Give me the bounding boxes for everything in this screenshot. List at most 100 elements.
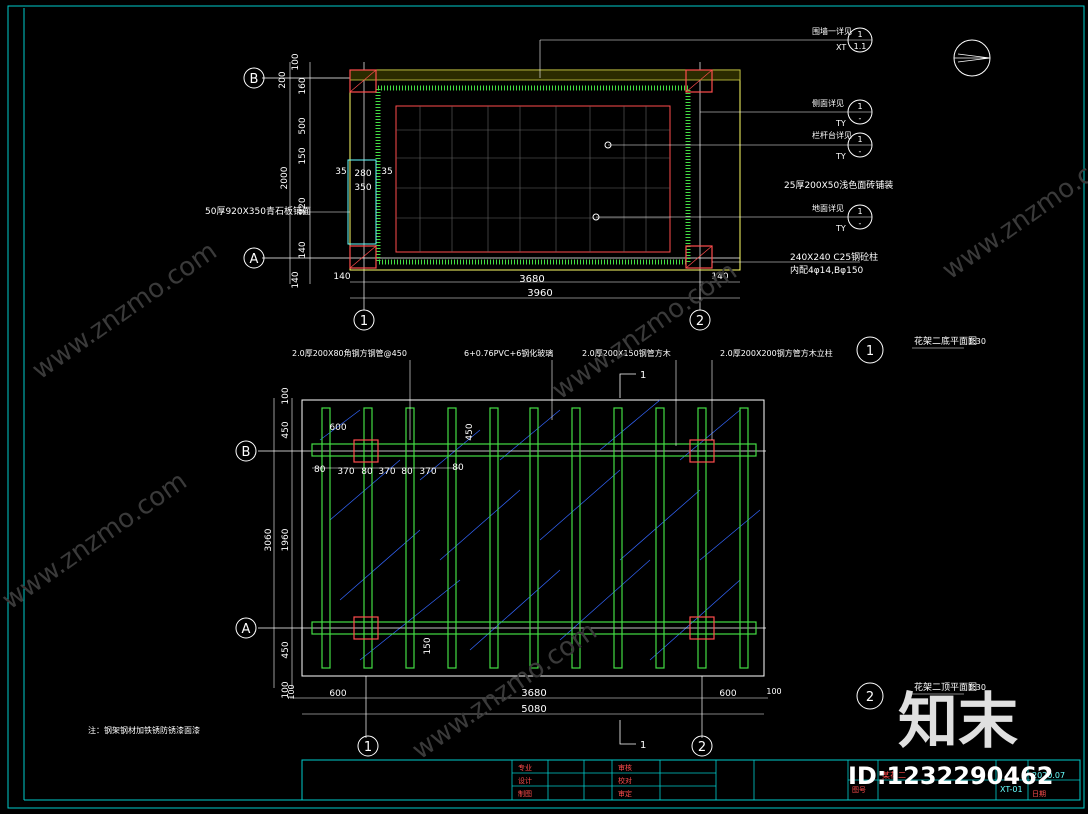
- note-right-3: 内配4φ14,Bφ150: [790, 264, 864, 276]
- grid-bubble-b: [243, 67, 265, 89]
- column-a2: [685, 245, 713, 269]
- top-note-3: 2.0厚200X150钢管方木: [582, 348, 671, 358]
- watermark-logo: 知末: [898, 687, 1018, 757]
- callout-1-sub: 1.1: [854, 42, 867, 51]
- watermark-site-1: www.znzmo.com: [27, 236, 223, 386]
- dim2-450-mid: 450: [465, 423, 475, 440]
- top-note-leaders: [409, 360, 713, 446]
- dim2-left-100b: 100: [281, 681, 291, 698]
- dim2-bottom-600b: 600: [719, 689, 736, 699]
- spacing-80-c: 80: [401, 467, 413, 477]
- dim-left-140: 140: [298, 241, 308, 258]
- dim2-left-450: 450: [281, 421, 291, 438]
- glass-hatch: [319, 399, 761, 661]
- tb-cell-5: 审定: [618, 789, 632, 798]
- dim-3680: 3680: [519, 274, 544, 285]
- dim2-bottom-3680: 3680: [521, 688, 546, 699]
- callout-2-num: 1: [857, 102, 862, 111]
- section-cut-top: [619, 373, 636, 398]
- watermark-id: ID:1232290462: [848, 762, 1053, 790]
- column-a1: [349, 245, 377, 269]
- title-1: 花架二底平面图: [914, 335, 977, 347]
- dim2-5080: 5080: [521, 704, 546, 715]
- tb-cell-7: 日期: [1032, 790, 1046, 798]
- dim2-150: 150: [423, 637, 433, 654]
- spacing-370-a: 370: [337, 467, 354, 477]
- top-note-2: 6+0.76PVC+6钢化玻璃: [464, 348, 553, 358]
- dim-left-200: 200: [278, 71, 288, 88]
- watermark-site-5: www.znzmo.com: [937, 136, 1088, 286]
- spacing-80-a: 80: [314, 465, 326, 475]
- dim-3960: 3960: [527, 288, 552, 299]
- dim-left-500: 500: [298, 117, 308, 134]
- callout-3-text: 栏杆台详见: [812, 130, 852, 140]
- column-b1: [349, 69, 377, 93]
- axis-label-2: 2: [696, 314, 704, 329]
- dim-left-2000: 2000: [280, 166, 290, 189]
- title-2-num: 2: [866, 690, 874, 705]
- axis-label-1: 1: [360, 314, 368, 329]
- dim2-left-100: 100: [281, 387, 291, 404]
- section-cut-bottom-label: 1: [640, 740, 646, 751]
- callout-2-ref: TY: [835, 119, 846, 128]
- axis-bubble-2b: [691, 735, 713, 757]
- top-note-1: 2.0厚200X80角钢方钢管@450: [292, 348, 407, 358]
- dim-left-920: 920: [298, 197, 308, 214]
- axis-bubble-1: [353, 309, 375, 331]
- section-cut-top-label: 1: [640, 370, 646, 381]
- dim-35-right: 35: [381, 167, 392, 177]
- dim2-left-1960: 1960: [281, 528, 291, 551]
- spacing-80-d: 80: [452, 463, 464, 473]
- roof-outline: [301, 399, 765, 677]
- tb-cell-0: 专业: [518, 763, 532, 772]
- tb-cell-3: 审核: [618, 763, 632, 772]
- callout-2-sub: -: [859, 114, 862, 123]
- grid-label-b: B: [250, 72, 259, 87]
- spacing-80-b: 80: [361, 467, 373, 477]
- dim-140-right: 140: [711, 272, 728, 282]
- callout-3-num: 1: [857, 135, 862, 144]
- grid-label-a2: A: [242, 622, 251, 637]
- rafters: [321, 407, 749, 669]
- paving-border: [375, 85, 691, 265]
- watermark-site-4: www.znzmo.com: [407, 616, 603, 766]
- title-2: 花架二顶平面图: [914, 681, 977, 693]
- callout-3-dot: [604, 141, 612, 149]
- spacing-370-b: 370: [378, 467, 395, 477]
- callout-2-text: 侧面详见: [812, 98, 844, 108]
- tb-cell-2: 制图: [518, 789, 532, 798]
- callout-1-text: 围墙一详见: [812, 26, 852, 36]
- note-left: 50厚920X350青石板铺面: [205, 205, 311, 217]
- callout-4-num: 1: [857, 207, 862, 216]
- grid-label-b2: B: [242, 445, 251, 460]
- dim2-600-inner: 600: [329, 423, 346, 433]
- title-1-num: 1: [866, 344, 874, 359]
- beam-b: [311, 443, 757, 457]
- tb-cell-6: 图号: [852, 786, 866, 794]
- axis-bubble-1b: [357, 735, 379, 757]
- stone-bench: [347, 159, 377, 245]
- axis-label-2b: 2: [698, 740, 706, 755]
- dim2-left-3060: 3060: [264, 528, 274, 551]
- dim-left-150: 150: [298, 147, 308, 164]
- wall-cap: [349, 69, 741, 81]
- stone-field: [395, 105, 671, 253]
- callout-3-sub: -: [859, 147, 862, 156]
- section-cut-bottom: [619, 720, 636, 745]
- note-right-1: 25厚200X50浅色面砖铺装: [784, 179, 893, 191]
- dim-left-160: 160: [298, 77, 308, 94]
- dim-left-140b: 140: [291, 271, 301, 288]
- grid-bubble-b2: [235, 440, 257, 462]
- spacing-370-c: 370: [419, 467, 436, 477]
- title-2-scale: 1:30: [968, 683, 986, 692]
- plan-2: B A 1 2 1 1 2.0厚200X80角钢方钢管@450 6+0.76PV…: [235, 348, 986, 757]
- beam-a: [311, 621, 757, 635]
- title-block: 专业 设计 制图 审核 校对 审定 图号 日期 某花二 XT-01 2020.0…: [301, 759, 1081, 801]
- dim2-bottom-600: 600: [329, 689, 346, 699]
- dim-35-left: 35: [335, 167, 346, 177]
- columns-plan2: [353, 439, 715, 640]
- grid-bubble-a: [243, 247, 265, 269]
- drawing-border: [7, 5, 1085, 809]
- north-arrow-pointer: [954, 53, 991, 63]
